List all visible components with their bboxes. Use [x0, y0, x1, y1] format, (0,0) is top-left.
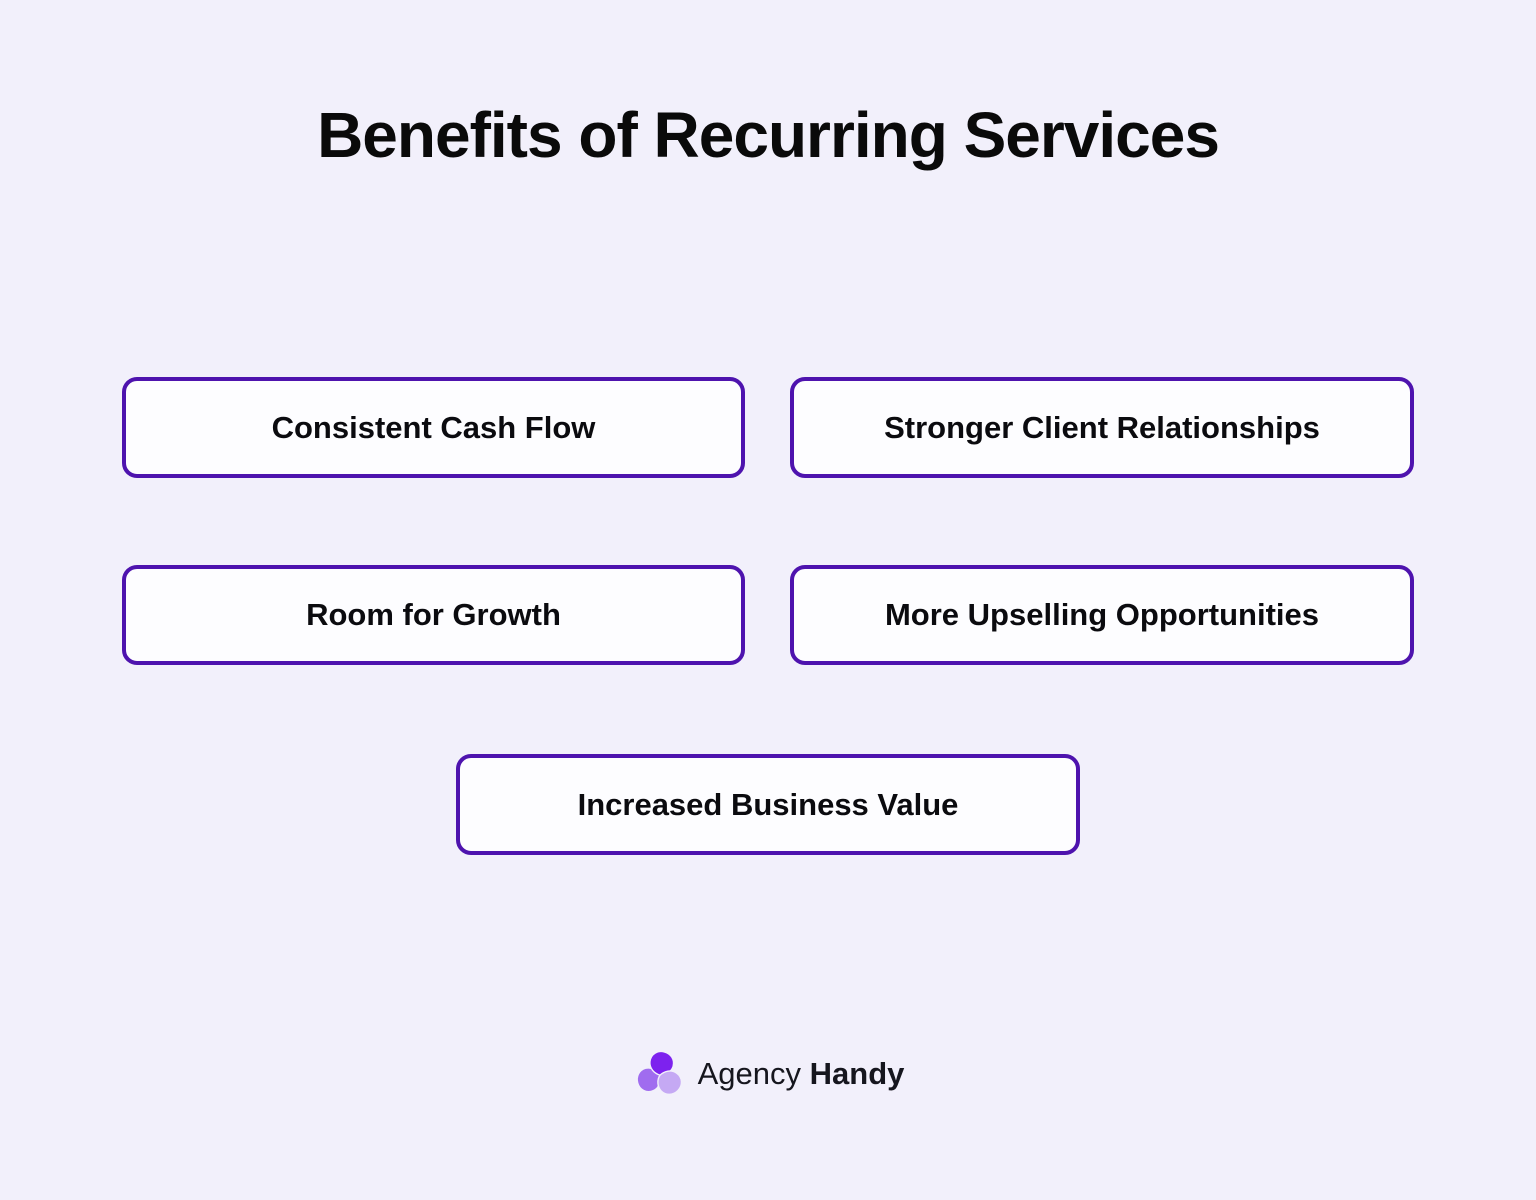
- benefit-box-stronger-client-relationships: Stronger Client Relationships: [790, 377, 1414, 478]
- benefit-box-consistent-cash-flow: Consistent Cash Flow: [122, 377, 745, 478]
- brand-name: Agency Handy: [698, 1056, 905, 1092]
- benefit-box-room-for-growth: Room for Growth: [122, 565, 745, 665]
- benefit-box-increased-business-value: Increased Business Value: [456, 754, 1080, 855]
- benefit-label: Stronger Client Relationships: [884, 409, 1320, 445]
- brand-name-second: Handy: [809, 1056, 905, 1091]
- brand-lockup: Agency Handy: [0, 1046, 1536, 1102]
- benefit-label: Increased Business Value: [577, 786, 959, 822]
- benefit-box-more-upselling-opportunities: More Upselling Opportunities: [790, 565, 1414, 665]
- page-title: Benefits of Recurring Services: [317, 99, 1220, 171]
- benefit-label: Room for Growth: [306, 597, 561, 632]
- benefit-label: More Upselling Opportunities: [884, 597, 1319, 632]
- agency-handy-swirl-icon: [636, 1050, 682, 1096]
- brand-name-first: Agency: [697, 1056, 802, 1091]
- benefit-label: Consistent Cash Flow: [271, 409, 596, 445]
